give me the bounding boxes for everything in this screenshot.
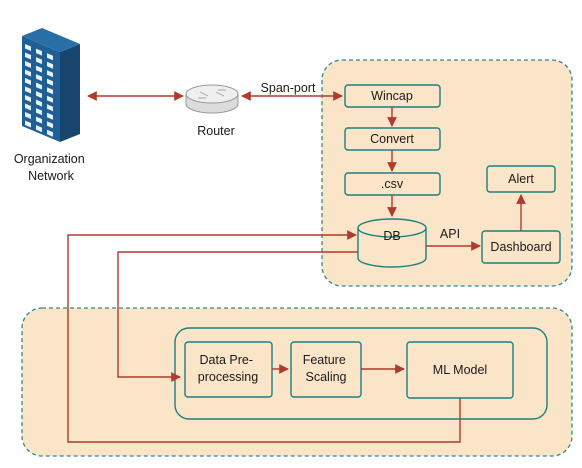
building-window: [47, 78, 53, 86]
alert-label: Alert: [508, 172, 534, 186]
building-window: [36, 48, 42, 56]
building-window: [47, 87, 53, 95]
building-window: [25, 44, 31, 51]
data-preprocessing-line1: Data Pre-: [200, 353, 254, 367]
building-window: [25, 112, 31, 119]
building-window: [36, 125, 42, 133]
feature-scaling-line2: Scaling: [306, 370, 347, 384]
alert-box: [486, 165, 556, 193]
data-preprocessing-line2: processing: [198, 370, 258, 384]
db-preprocessing-link: [117, 251, 358, 382]
building-window: [25, 52, 31, 60]
building-window: [47, 129, 53, 137]
building-icon: [22, 28, 80, 142]
building-window: [25, 86, 31, 94]
feature-scaling-line1: Feature: [303, 353, 346, 367]
building-window: [25, 103, 31, 111]
building-window: [36, 65, 42, 73]
building-window: [47, 61, 53, 69]
organization-network-label: Organization Network: [14, 152, 88, 183]
wincap-label: Wincap: [371, 89, 413, 103]
ml-model-label: ML Model: [433, 363, 487, 377]
mlmodel-db-link: [67, 230, 461, 443]
building-window: [47, 53, 53, 61]
building-window: [36, 91, 42, 99]
ml-model-box: [406, 341, 514, 399]
dashboard-label: Dashboard: [490, 240, 551, 254]
building-window: [25, 120, 31, 128]
organization-label-line2: Network: [28, 169, 75, 183]
building-window: [25, 61, 31, 68]
building-window: [25, 69, 31, 77]
data-preprocessing-label: Data Pre- processing: [198, 353, 258, 384]
building-window: [47, 104, 53, 112]
db-cylinder: [357, 218, 427, 268]
building-window: [25, 95, 31, 102]
csv-label: .csv: [381, 177, 404, 191]
building-window: [47, 121, 53, 129]
router-label: Router: [197, 124, 235, 138]
building-window: [36, 74, 42, 82]
building-window: [36, 82, 42, 90]
building-window: [47, 112, 53, 120]
db-label: DB: [383, 229, 400, 243]
api-label: API: [440, 227, 460, 241]
building-window: [47, 95, 53, 103]
building-window: [25, 78, 31, 85]
organization-label-line1: Organization: [14, 152, 85, 166]
feature-scaling-label: Feature Scaling: [303, 353, 350, 384]
span-port-label: Span-port: [261, 81, 316, 95]
router-icon: [185, 84, 239, 114]
building-window: [36, 108, 42, 116]
convert-label: Convert: [370, 132, 414, 146]
building-window: [36, 116, 42, 124]
building-window: [36, 99, 42, 107]
building-window: [36, 57, 42, 65]
building-window: [47, 70, 53, 78]
